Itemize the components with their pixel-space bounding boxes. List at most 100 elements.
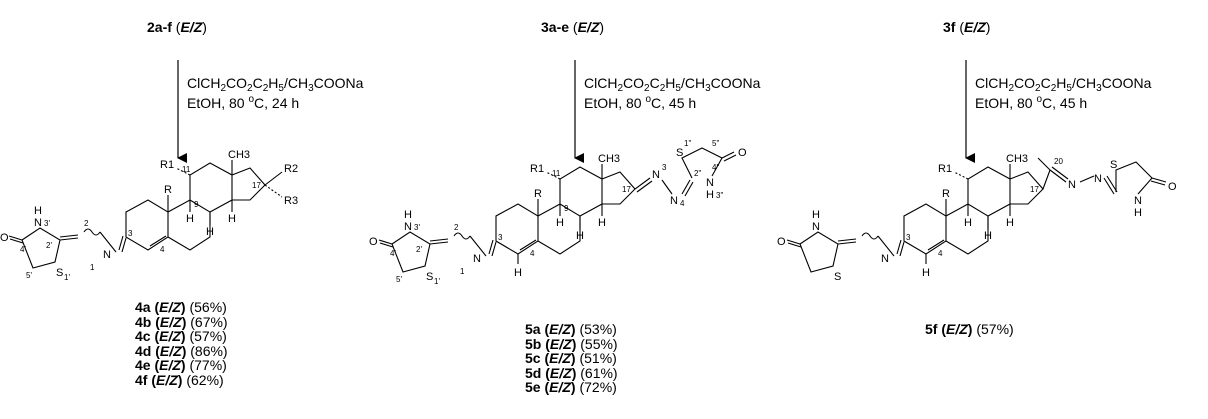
s3-atom-H9: H — [964, 217, 972, 229]
s2-atom-N3: N — [404, 221, 412, 233]
s2-locant-1p: 1' — [434, 277, 440, 286]
s1-locant-2: 2 — [84, 219, 89, 228]
s2-locant-17: 17 — [622, 185, 631, 194]
s3-locant-4: 4 — [938, 249, 943, 258]
s2-locant-2: 2 — [454, 223, 459, 232]
s2-locant-2pp: 2" — [694, 169, 701, 178]
s3-atom-H: H — [812, 209, 820, 221]
conditions-1: EtOH, 80 oC, 24 h — [187, 94, 300, 112]
s1-locant-17: 17 — [252, 181, 261, 190]
product-label: 5d — [525, 364, 542, 381]
s1-locant-5p: 5' — [26, 271, 32, 280]
reaction-conditions-3: ClCH2CO2C2H5/CH3COONa EtOH, 80 oC, 45 h — [975, 73, 1151, 113]
s3-atom-N-b: N — [1094, 173, 1102, 185]
reagents-2: ClCH2CO2C2H5/CH3COONa — [584, 75, 761, 94]
s2-atom-CH3: CH3 — [598, 153, 620, 165]
s2-locant-4pp: 4" — [712, 163, 719, 172]
s3-locant-20: 20 — [1054, 157, 1063, 166]
s2-locant-2p: 2' — [416, 245, 422, 254]
product-label: 4b — [135, 313, 152, 330]
s1-locant-9: 9 — [194, 200, 199, 209]
product-isomer: (E/Z) — [544, 379, 576, 395]
product-isomer: (E/Z) — [544, 350, 576, 366]
s3-atom-H8: H — [984, 230, 992, 242]
s3-atom-H4: H — [922, 267, 930, 279]
s2-locant-5p: 5' — [396, 275, 402, 284]
s3-locant-3: 3 — [906, 233, 911, 242]
s2-locant-9: 9 — [564, 204, 569, 213]
product-yield-row: 5e (E/Z) (72%) — [525, 380, 618, 395]
product-yield-row: 5b (E/Z) (55%) — [525, 336, 618, 352]
product-yield: (53%) — [579, 321, 617, 337]
s3-atom-R: R — [942, 188, 950, 200]
s3-atom-N-a: N — [1068, 179, 1076, 191]
start-compound-3f: 3f (E/Z) — [943, 19, 991, 35]
product-isomer: (E/Z) — [155, 342, 187, 359]
s1-atom-H14: H — [228, 213, 236, 225]
product-label: 4a — [135, 299, 151, 315]
s3-atom-R1: R1 — [938, 163, 952, 175]
s2-atom-R1: R1 — [530, 163, 544, 175]
product-yield: (56%) — [189, 299, 227, 315]
product-yield: (77%) — [189, 357, 227, 373]
s2-locant-3pp: 3" — [716, 191, 723, 200]
s1-locant-1p: 1' — [64, 273, 70, 282]
product-label: 5f — [925, 321, 938, 337]
s1-locant-4p: 4' — [20, 245, 26, 254]
s2-locant-11: 11 — [552, 169, 561, 178]
product-isomer: (E/Z) — [151, 371, 183, 388]
s1-locant-4: 4 — [160, 245, 165, 254]
reaction-conditions-2: ClCH2CO2C2H5/CH3COONa EtOH, 80 oC, 45 h — [584, 73, 760, 113]
s2-atom-H8: H — [576, 230, 584, 242]
s2-atom-S2: S — [676, 147, 683, 159]
product-yield: (72%) — [579, 379, 617, 395]
product-yield: (67%) — [190, 313, 228, 330]
s2-locant-n4: 4 — [680, 199, 685, 208]
product-yield: (86%) — [190, 342, 228, 359]
s1-atom-R2: R2 — [284, 163, 298, 175]
structure-5f — [786, 157, 1167, 273]
product-isomer: (E/Z) — [154, 357, 186, 373]
product-yield: (62%) — [186, 371, 224, 388]
s2-locant-1: 1 — [460, 267, 465, 276]
product-isomer: (E/Z) — [154, 328, 186, 344]
start-compound-2a-f: 2a-f (E/Z) — [147, 19, 207, 35]
product-yield-row: 4a (E/Z) (56%) — [135, 300, 228, 315]
product-isomer: (E/Z) — [154, 299, 186, 315]
s2-locant-1pp: 1" — [684, 139, 691, 148]
s3-atom-S: S — [834, 271, 841, 283]
s3-atom-H-ring: H — [1134, 207, 1142, 219]
s2-atom-O2: O — [738, 147, 747, 159]
product-label: 5c — [525, 350, 541, 366]
yield-list-5f: 5f (E/Z) (57%) — [925, 322, 1014, 337]
s2-atom-H: H — [404, 209, 412, 221]
s1-atom-N3: N — [34, 217, 42, 229]
s2-atom-N1: N — [473, 253, 481, 265]
product-label: 4f — [135, 371, 148, 388]
reagents-1: ClCH2CO2C2H5/CH3COONa — [187, 75, 364, 94]
product-label: 4d — [135, 342, 152, 359]
s3-atom-H14: H — [1006, 217, 1014, 229]
s2-locant-3p: 3' — [414, 223, 420, 232]
s3-atom-N1: N — [881, 253, 889, 265]
s3-atom-O2: O — [1168, 181, 1177, 193]
start-compound-3a-e: 3a-e (E/Z) — [541, 19, 605, 35]
s3-atom-CH3: CH3 — [1006, 153, 1028, 165]
s3-atom-N-ring: N — [1134, 195, 1142, 207]
product-isomer: (E/Z) — [941, 321, 973, 337]
s2-atom-R: R — [534, 188, 542, 200]
s2-atom-H9: H — [556, 217, 564, 229]
s2-locant-3: 3 — [498, 233, 503, 242]
s1-atom-N1: N — [103, 249, 111, 261]
conditions-3: EtOH, 80 oC, 45 h — [975, 94, 1088, 112]
product-label: 5e — [525, 379, 541, 395]
s3-locant-17: 17 — [1030, 185, 1039, 194]
s1-atom-O: O — [0, 232, 9, 244]
s2-atom-N3ring: N — [706, 177, 714, 189]
product-yield: (57%) — [976, 321, 1014, 337]
s1-atom-R: R — [164, 184, 172, 196]
structure-4 — [8, 160, 283, 269]
s1-locant-3: 3 — [128, 229, 133, 238]
product-isomer: (E/Z) — [155, 313, 187, 330]
